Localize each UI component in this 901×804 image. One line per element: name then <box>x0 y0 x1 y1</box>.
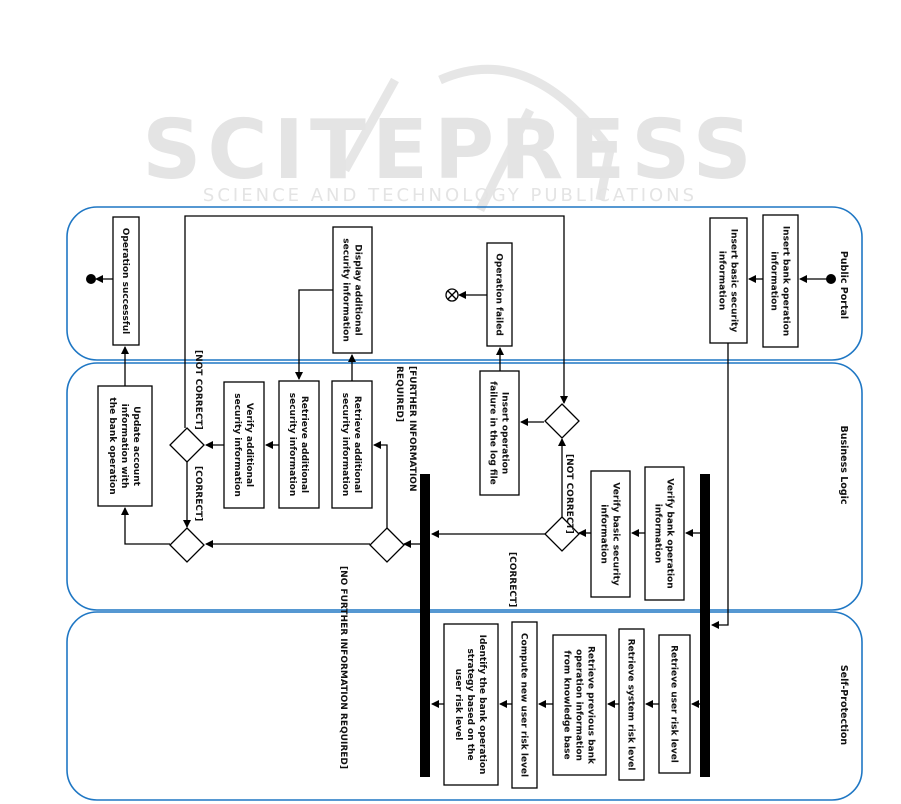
activity-label-line: Operation failed <box>493 253 503 336</box>
activity-box <box>486 242 513 347</box>
guard-not-correct-basic: [NOT CORRECT] <box>564 454 574 534</box>
activity-label-line: Retrieve additional <box>352 396 362 493</box>
activity-box <box>590 470 631 598</box>
activity-label-line: operation information <box>573 649 583 761</box>
final-node <box>86 274 96 284</box>
activity-label-line: Insert bank operation <box>780 226 790 336</box>
activity-label-line: information <box>768 251 778 310</box>
activity-box <box>223 381 265 509</box>
watermark-logo-strokes <box>341 64 615 213</box>
decision-failure-merge <box>544 403 580 439</box>
activity-label-line: from knowledge base <box>561 650 571 759</box>
lane-label-business-logic: Business Logic <box>838 425 849 504</box>
decision-verify-basic <box>544 516 580 552</box>
activity-label-line: Identify the bank operation <box>477 635 487 775</box>
activity-box <box>443 623 499 786</box>
flow-final-icon <box>445 288 459 302</box>
lane-label-self-protection: Self-Protection <box>838 665 849 746</box>
lane-label-public-portal: Public Portal <box>838 251 849 319</box>
activity-label-line: failure in the log file <box>487 381 497 485</box>
activity-label-line: Operation successful <box>120 228 130 334</box>
activity-box <box>112 216 140 346</box>
activity-label-line: information <box>598 504 608 563</box>
fork-bar <box>700 474 710 777</box>
activity-retrieve-system-risk: Retrieve system risk level <box>618 628 645 781</box>
activity-box <box>644 466 685 601</box>
activity-label-line: information <box>652 504 662 563</box>
activity-label-line: security information <box>287 393 297 497</box>
activity-compute-new-risk: Compute new user risk level <box>511 621 538 789</box>
activity-box <box>97 385 153 507</box>
activity-label-line: security information <box>340 238 350 342</box>
guard-further-info-line2: REQUIRED] <box>394 366 404 422</box>
lane-business-logic <box>66 362 863 611</box>
activity-label-line: Display additional <box>352 244 362 335</box>
activity-label-line: strategy based on the <box>465 648 475 760</box>
guard-further-info-line1: [FURTHER INFORMATION <box>407 366 417 491</box>
activity-box <box>709 217 748 344</box>
decision-verify-additional <box>169 427 205 463</box>
activity-label-line: information with <box>119 404 129 489</box>
activity-box <box>278 380 320 509</box>
activity-label-line: Retrieve previous bank <box>585 646 595 765</box>
activity-box <box>618 628 645 781</box>
activity-operation-failed: Operation failed <box>486 242 513 347</box>
join-bar <box>420 474 430 777</box>
activity-label-line: Verify basic security <box>610 482 620 585</box>
activity-label-line: Retrieve user risk level <box>668 645 678 763</box>
activity-box <box>762 214 799 348</box>
watermark: SCITEPRESS SCIENCE AND TECHNOLOGY PUBLIC… <box>142 64 757 213</box>
activity-label-line: Retrieve additional <box>299 396 309 493</box>
lane-self-protection <box>66 611 863 801</box>
activity-box <box>331 380 373 509</box>
initial-node <box>826 274 836 284</box>
guard-not-correct-additional: [NOT CORRECT] <box>193 350 203 430</box>
watermark-main-text: SCITEPRESS <box>142 103 757 198</box>
activity-operation-successful: Operation successful <box>112 216 140 346</box>
activity-label-line: Update account <box>131 406 141 487</box>
activity-label-line: Insert operation <box>499 392 509 474</box>
decision-merge-success <box>169 527 205 563</box>
activity-label-line: Retrieve system risk level <box>625 639 635 771</box>
activity-label-line: security information <box>232 393 242 497</box>
activity-label-line: Verify bank operation <box>664 478 674 588</box>
activity-label-line: the bank operation <box>107 397 117 494</box>
lane-public-portal <box>66 206 863 361</box>
activity-box <box>658 634 691 774</box>
guard-correct-basic: [CORRECT] <box>507 552 517 607</box>
activity-box <box>332 226 373 354</box>
guard-no-further-info: [NO FURTHER INFORMATION REQUIRED] <box>338 566 348 769</box>
activity-label-line: Insert basic security <box>728 229 738 333</box>
activity-retrieve-user-risk: Retrieve user risk level <box>658 634 691 774</box>
activity-label-line: user risk level <box>453 669 463 741</box>
connectors <box>95 215 827 708</box>
activity-box <box>479 370 520 496</box>
activity-label-line: information <box>716 251 726 310</box>
activity-label-line: Verify additional <box>244 403 254 487</box>
swimlanes <box>66 206 863 801</box>
watermark-sub-text: SCIENCE AND TECHNOLOGY PUBLICATIONS <box>203 185 697 206</box>
activity-box <box>552 634 607 776</box>
guard-correct-additional: [CORRECT] <box>193 466 203 521</box>
activity-box <box>511 621 538 789</box>
decision-further-info <box>369 527 405 563</box>
activity-label-line: Compute new user risk level <box>518 633 528 777</box>
activity-label-line: security information <box>340 393 350 497</box>
